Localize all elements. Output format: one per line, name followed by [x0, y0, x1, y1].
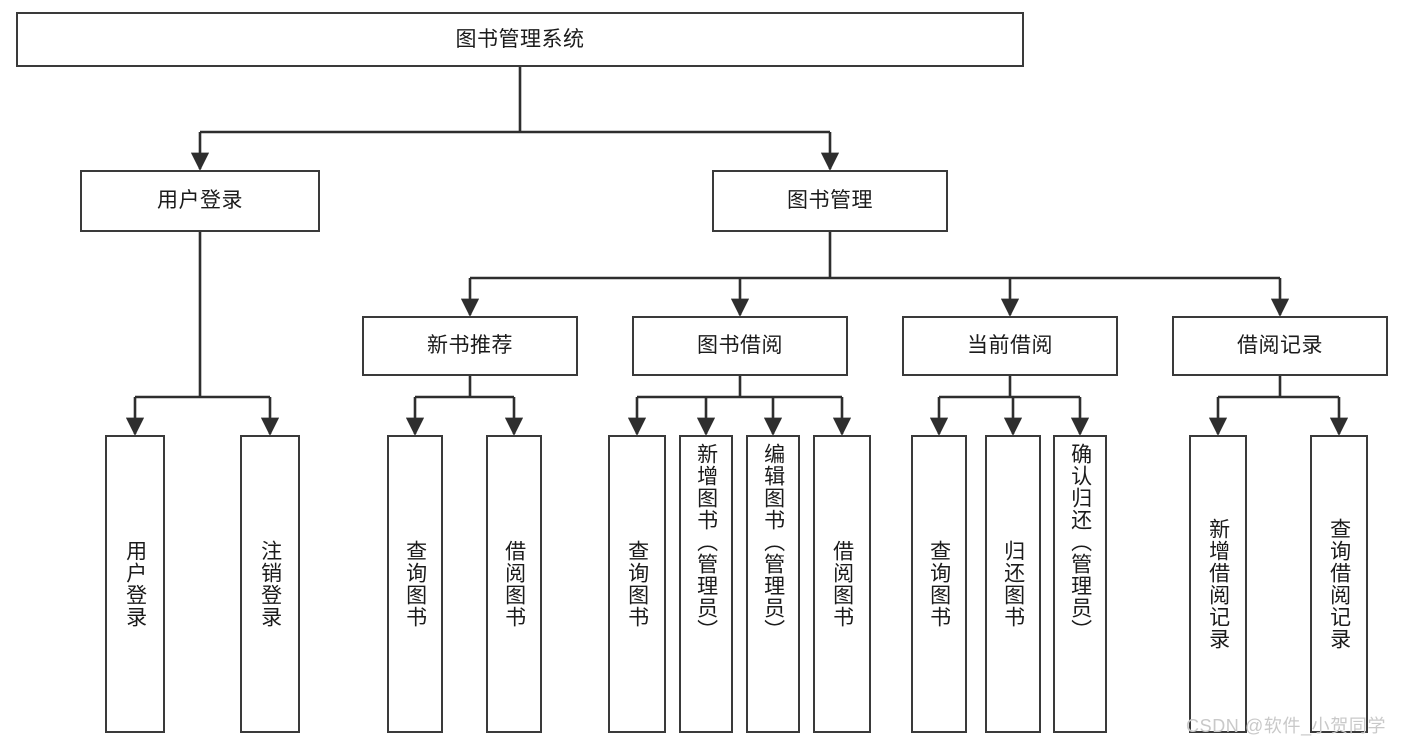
node-leaf-borrow-book-2[interactable]: 借阅图书: [813, 435, 871, 733]
node-new-book-rec-label: 新书推荐: [427, 334, 513, 358]
node-leaf-edit-book-label: 编辑图书（管理员）: [761, 443, 785, 641]
node-leaf-logout[interactable]: 注销登录: [240, 435, 300, 733]
node-leaf-query-book-3[interactable]: 查询图书: [911, 435, 967, 733]
node-leaf-borrow-book-1[interactable]: 借阅图书: [486, 435, 542, 733]
node-root[interactable]: 图书管理系统: [16, 12, 1024, 67]
node-book-borrow-label: 图书借阅: [697, 334, 783, 358]
node-book-manage-label: 图书管理: [787, 189, 873, 213]
node-leaf-return-book-label: 归还图书: [1001, 540, 1025, 628]
node-user-login[interactable]: 用户登录: [80, 170, 320, 232]
node-leaf-query-book-1-label: 查询图书: [403, 540, 427, 628]
node-leaf-logout-label: 注销登录: [258, 540, 282, 628]
node-borrow-record[interactable]: 借阅记录: [1172, 316, 1388, 376]
node-user-login-label: 用户登录: [157, 189, 243, 213]
node-current-borrow[interactable]: 当前借阅: [902, 316, 1118, 376]
node-leaf-query-book-2[interactable]: 查询图书: [608, 435, 666, 733]
node-leaf-add-record[interactable]: 新增借阅记录: [1189, 435, 1247, 733]
node-leaf-confirm-return[interactable]: 确认归还（管理员）: [1053, 435, 1107, 733]
node-leaf-query-book-2-label: 查询图书: [625, 540, 649, 628]
node-leaf-user-login[interactable]: 用户登录: [105, 435, 165, 733]
node-new-book-rec[interactable]: 新书推荐: [362, 316, 578, 376]
csdn-watermark: CSDN @软件_小贺同学: [1186, 716, 1387, 736]
node-leaf-user-login-label: 用户登录: [123, 540, 147, 628]
node-book-borrow[interactable]: 图书借阅: [632, 316, 848, 376]
node-leaf-add-book[interactable]: 新增图书（管理员）: [679, 435, 733, 733]
node-leaf-query-record-label: 查询借阅记录: [1327, 518, 1351, 650]
node-leaf-query-book-1[interactable]: 查询图书: [387, 435, 443, 733]
node-leaf-query-book-3-label: 查询图书: [927, 540, 951, 628]
node-leaf-confirm-return-label: 确认归还（管理员）: [1068, 443, 1092, 641]
node-borrow-record-label: 借阅记录: [1237, 334, 1323, 358]
node-current-borrow-label: 当前借阅: [967, 334, 1053, 358]
node-leaf-add-record-label: 新增借阅记录: [1206, 518, 1230, 650]
node-leaf-add-book-label: 新增图书（管理员）: [694, 443, 718, 641]
node-book-manage[interactable]: 图书管理: [712, 170, 948, 232]
node-leaf-return-book[interactable]: 归还图书: [985, 435, 1041, 733]
node-leaf-query-record[interactable]: 查询借阅记录: [1310, 435, 1368, 733]
node-leaf-edit-book[interactable]: 编辑图书（管理员）: [746, 435, 800, 733]
node-leaf-borrow-book-1-label: 借阅图书: [502, 540, 526, 628]
node-leaf-borrow-book-2-label: 借阅图书: [830, 540, 854, 628]
node-root-label: 图书管理系统: [455, 27, 585, 51]
